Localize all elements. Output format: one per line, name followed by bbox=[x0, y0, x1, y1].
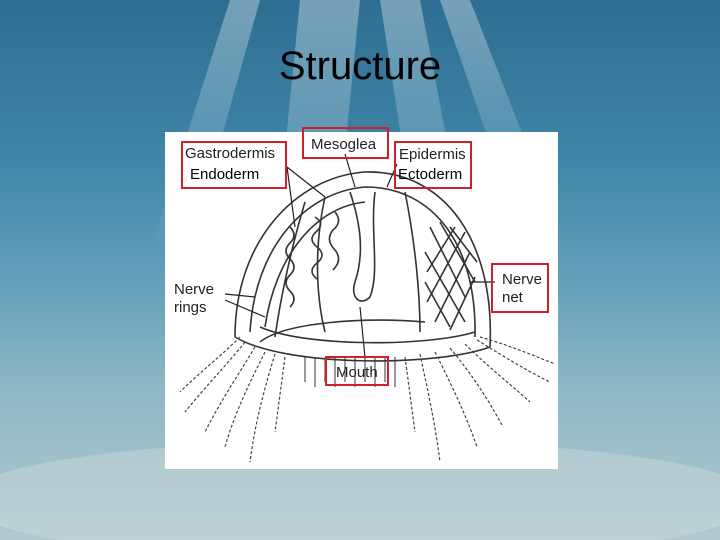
label-nerve-net-line1: Nerve bbox=[502, 271, 543, 288]
label-nerve-rings-line2: rings bbox=[174, 299, 207, 316]
label-nerve-net-line2: net bbox=[502, 289, 523, 306]
gastrodermis-highlight-box bbox=[181, 141, 287, 189]
label-mesoglea: Mesoglea bbox=[311, 136, 377, 153]
mesoglea-highlight-box bbox=[302, 127, 389, 159]
label-mouth: Mouth bbox=[336, 364, 378, 381]
ectoderm-annotation: Ectoderm bbox=[398, 166, 463, 183]
slide-title: Structure bbox=[278, 44, 442, 88]
label-gastrodermis: Gastrodermis bbox=[185, 145, 276, 162]
nerve-net-highlight-box bbox=[491, 263, 549, 313]
label-nerve-rings-line1: Nerve bbox=[174, 281, 215, 298]
jellyfish-illustration bbox=[179, 153, 556, 463]
endoderm-annotation: Endoderm bbox=[190, 166, 260, 183]
epidermis-highlight-box bbox=[394, 141, 472, 189]
mouth-highlight-box bbox=[325, 356, 389, 386]
label-epidermis: Epidermis bbox=[399, 146, 466, 163]
